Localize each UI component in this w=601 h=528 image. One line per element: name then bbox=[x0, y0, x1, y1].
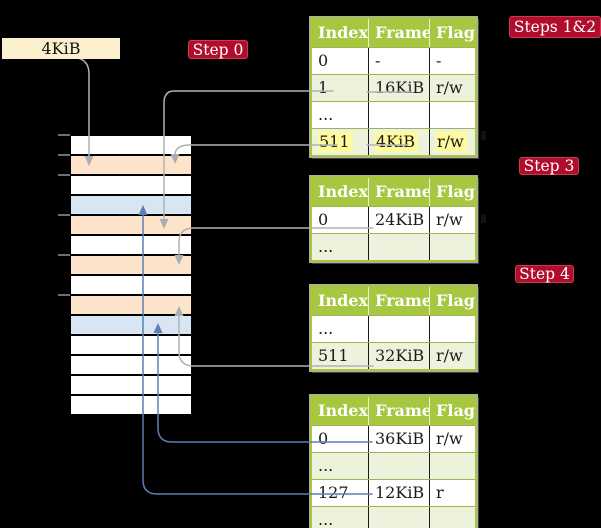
highlighted-value: 511 bbox=[318, 132, 353, 152]
memory-frame-free-5 bbox=[71, 236, 191, 256]
table-row-index-dotdotdot: ... bbox=[312, 315, 475, 342]
table-cell-index: 0 bbox=[318, 210, 329, 229]
memory-frame-24kib bbox=[71, 256, 191, 276]
table-header-row: IndexFrameFlags bbox=[312, 178, 475, 206]
memory-frame-free-11 bbox=[71, 356, 191, 376]
table-cell-index: 511 bbox=[318, 346, 349, 365]
table-header-cell-flags: Flags bbox=[429, 178, 475, 206]
table-cell-flags: r/w bbox=[429, 426, 475, 452]
memory-frame-free-0 bbox=[71, 136, 191, 156]
table-cell-flags bbox=[429, 507, 475, 528]
table-header-cell-flags: Flags bbox=[429, 397, 475, 425]
table-row-index-0: 0 -- bbox=[312, 47, 475, 74]
page-size-label: 4KiB bbox=[2, 38, 120, 59]
table-cell-frame: 16KiB bbox=[368, 75, 429, 101]
table-cell-frame bbox=[368, 316, 429, 342]
table-cell-frame: 24KiB bbox=[368, 207, 429, 233]
table-cell-index: ... bbox=[318, 105, 334, 124]
table-header-cell-frame: Frame bbox=[368, 287, 429, 315]
table-header-cell-frame: Frame bbox=[368, 178, 429, 206]
table-header-cell-flags: Flags bbox=[429, 19, 475, 47]
memory-frame-12kib bbox=[71, 196, 191, 216]
table-header-cell-index: Index bbox=[318, 401, 368, 420]
table-cell-index: ... bbox=[318, 510, 334, 528]
table-cell-flags: - bbox=[429, 48, 475, 74]
memory-frame-free-12 bbox=[71, 376, 191, 396]
memory-frame-36kib bbox=[71, 316, 191, 336]
table-cell-flags bbox=[429, 102, 475, 128]
table-header-cell-flags: Flags bbox=[429, 287, 475, 315]
table-cell-frame: 32KiB bbox=[368, 343, 429, 369]
table-cell-index: ... bbox=[318, 319, 334, 338]
table-cell-frame: 4KiB bbox=[368, 129, 429, 155]
memory-frame-free-10 bbox=[71, 336, 191, 356]
memory-frame-free-13 bbox=[71, 396, 191, 416]
table-header-cell-index: Index bbox=[318, 291, 368, 310]
table-cell-frame: - bbox=[368, 48, 429, 74]
highlighted-value: r/w bbox=[436, 132, 467, 152]
table-cell-frame: 12KiB bbox=[368, 480, 429, 506]
badge-step-0: Step 0 bbox=[188, 40, 248, 59]
table-header-cell-index: Index bbox=[318, 23, 368, 42]
table-cell-frame bbox=[368, 234, 429, 260]
badge-step-3: Step 3 bbox=[519, 157, 579, 175]
memory-frame-16kib bbox=[71, 216, 191, 236]
table-row-index-511: 511 4KiB r/w bbox=[312, 128, 475, 155]
table-cell-flags bbox=[429, 316, 475, 342]
row-marker-pt1-511 bbox=[481, 131, 486, 140]
memory-frame-free-7 bbox=[71, 276, 191, 296]
highlighted-value: 4KiB bbox=[375, 132, 419, 152]
table-cell-flags: r bbox=[429, 480, 475, 506]
table-row-index-dotdotdot: ... bbox=[312, 452, 475, 479]
table-header-cell-index: Index bbox=[318, 182, 368, 201]
table-cell-flags: r/w bbox=[429, 75, 475, 101]
table-cell-flags bbox=[429, 234, 475, 260]
memory-frame-4kib bbox=[71, 156, 191, 176]
memory-frame-free-2 bbox=[71, 176, 191, 196]
table-cell-index: 0 bbox=[318, 429, 329, 448]
row-marker-pt2-0 bbox=[481, 214, 486, 223]
table-header-cell-frame: Frame bbox=[368, 19, 429, 47]
badge-step-4: Step 4 bbox=[515, 265, 574, 283]
table-cell-flags: r/w bbox=[429, 129, 475, 155]
table-header-row: IndexFrameFlags bbox=[312, 287, 475, 315]
address-tick-marks bbox=[58, 134, 70, 296]
table-header-row: IndexFrameFlags bbox=[312, 19, 475, 47]
table-cell-frame bbox=[368, 453, 429, 479]
table-cell-frame bbox=[368, 102, 429, 128]
table-header-cell-frame: Frame bbox=[368, 397, 429, 425]
table-row-index-dotdotdot: ... bbox=[312, 101, 475, 128]
table-cell-frame: 36KiB bbox=[368, 426, 429, 452]
table-cell-index: ... bbox=[318, 237, 334, 256]
table-cell-frame bbox=[368, 507, 429, 528]
table-cell-flags: r/w bbox=[429, 207, 475, 233]
table-cell-flags: r/w bbox=[429, 343, 475, 369]
table-cell-index: 1 bbox=[318, 78, 329, 97]
table-cell-index: ... bbox=[318, 456, 334, 475]
table-cell-flags bbox=[429, 453, 475, 479]
table-cell-index: 127 bbox=[318, 483, 349, 502]
physical-memory-stack bbox=[70, 136, 192, 416]
page-table-level2: IndexFrameFlags 0 24KiBr/w... bbox=[309, 175, 478, 263]
table-cell-index: 511 bbox=[312, 129, 368, 155]
badge-steps-1-2: Steps 1&2 bbox=[509, 16, 601, 38]
table-row-index-dotdotdot: ... bbox=[312, 233, 475, 260]
table-cell-index: 0 bbox=[318, 51, 329, 70]
table-row-index-dotdotdot: ... bbox=[312, 506, 475, 528]
table-header-row: IndexFrameFlags bbox=[312, 397, 475, 425]
memory-frame-32kib bbox=[71, 296, 191, 316]
